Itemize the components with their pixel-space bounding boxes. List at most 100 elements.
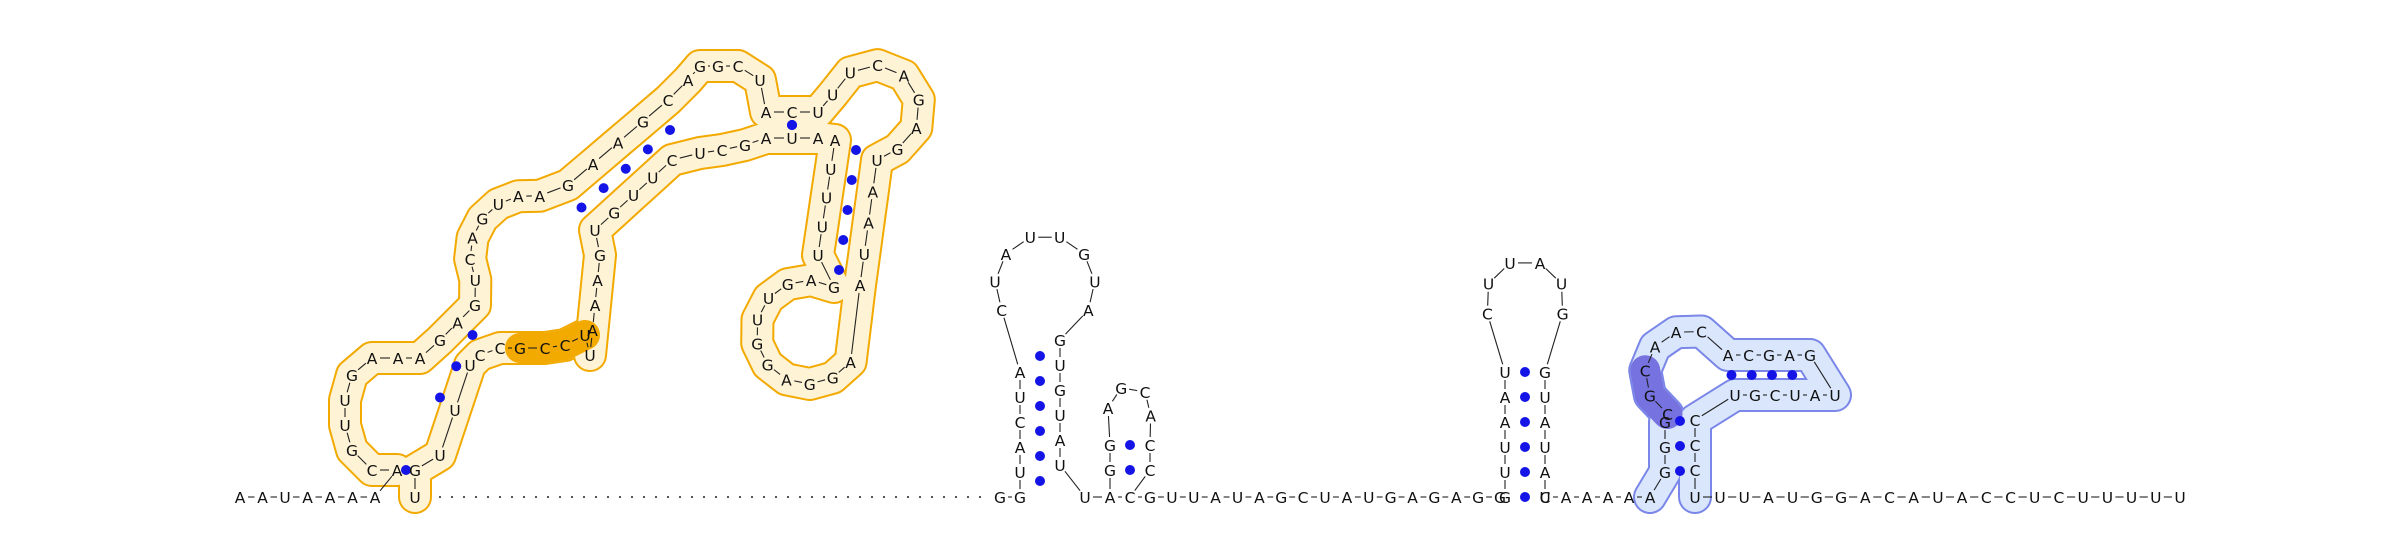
nucleotide-U: U (1079, 489, 1090, 507)
nucleotide-A: A (1650, 339, 1661, 357)
gap-dot (534, 495, 538, 499)
gap-dot (918, 495, 922, 499)
backbone-segment (379, 475, 393, 492)
backbone-segment (1546, 321, 1561, 365)
nucleotide-C: C (1981, 489, 1992, 507)
nucleotide-G: G (1499, 489, 1511, 507)
nucleotide-U: U (579, 327, 590, 345)
base-pair-dot (1520, 417, 1530, 427)
gap-dot (870, 495, 874, 499)
backbone-segment (596, 237, 599, 248)
base-pair-dot (1520, 367, 1530, 377)
nucleotide-U: U (584, 347, 595, 365)
nucleotide-U: U (1166, 489, 1177, 507)
backbone-segment (831, 147, 835, 161)
nucleotide-U: U (1014, 389, 1025, 407)
backbone-segment (639, 182, 648, 191)
gap-dot (498, 495, 502, 499)
backbone-segment (873, 167, 877, 184)
nucleotide-U: U (752, 311, 763, 329)
nucleotide-G: G (1659, 464, 1671, 482)
nucleotide-A: A (1582, 489, 1593, 507)
backbone-segment (1003, 317, 1019, 365)
nucleotide-G: G (1811, 489, 1823, 507)
nucleotide-U: U (339, 417, 350, 435)
nucleotide-G: G (694, 58, 706, 76)
base-pair-dot (451, 361, 462, 372)
nucleotide-G: G (514, 340, 526, 358)
nucleotide-G: G (1557, 306, 1569, 324)
gap-dot (594, 495, 598, 499)
backbone-segment (729, 146, 738, 149)
backbone-segment (1701, 398, 1729, 417)
backbone-segment (346, 432, 351, 443)
nucleotide-G: G (891, 141, 903, 159)
gap-dot (846, 495, 850, 499)
backbone-segment (357, 455, 367, 465)
nucleotide-C: C (733, 58, 744, 76)
nucleotide-G: G (1078, 246, 1090, 264)
nucleotide-U: U (1483, 276, 1494, 294)
nucleotide-A: A (1451, 489, 1462, 507)
nucleotide-U: U (825, 161, 836, 179)
nucleotide-U: U (1539, 489, 1550, 507)
backbone-segment (857, 66, 871, 71)
nucleotide-G: G (476, 211, 488, 229)
backbone-segment (1089, 288, 1094, 303)
nucleotide-U: U (812, 104, 823, 122)
base-pair-dot (1035, 476, 1045, 486)
backbone-segment (487, 350, 493, 353)
nucleotide-C: C (1690, 437, 1701, 455)
gap-dot (798, 495, 802, 499)
backbone-segment (487, 209, 493, 214)
nucleotide-A: A (1254, 489, 1265, 507)
nucleotide-A: A (1535, 255, 1546, 273)
nucleotide-U: U (493, 196, 504, 214)
nucleotide-C: C (717, 142, 728, 160)
nucleotide-U: U (449, 402, 460, 420)
backbone-segment (598, 147, 613, 159)
backbone-segment (818, 234, 822, 248)
nucleotide-A: A (613, 135, 624, 153)
backbone-segment (592, 312, 595, 323)
backbone-segment (883, 152, 891, 157)
backbone-segment (822, 205, 826, 219)
nucleotide-U: U (628, 187, 639, 205)
nucleotide-A: A (761, 130, 772, 148)
nucleotide-G: G (751, 335, 763, 353)
backbone-segment (1707, 336, 1723, 351)
nucleotide-A: A (1624, 489, 1635, 507)
gap-dot (822, 495, 826, 499)
nucleotide-U: U (871, 152, 882, 170)
nucleotide-A: A (813, 130, 824, 148)
backbone-segment (1489, 321, 1504, 365)
backbone-segment (425, 344, 435, 354)
backbone-segment (744, 69, 754, 77)
nucleotide-U: U (763, 290, 774, 308)
nucleotide-U: U (1363, 489, 1374, 507)
backbone-segment (357, 362, 367, 371)
nucleotide-U: U (2150, 489, 2161, 507)
nucleotide-A: A (1015, 439, 1026, 457)
gap-dot (774, 495, 778, 499)
base-pair-dot (1035, 351, 1045, 361)
nucleotide-C: C (1770, 387, 1781, 405)
backbone-segment (773, 369, 781, 375)
nucleotide-U: U (1054, 457, 1065, 475)
gap-dot (474, 495, 478, 499)
nucleotide-U: U (2029, 489, 2040, 507)
backbone-segment (916, 107, 919, 120)
base-pair-dot (665, 125, 675, 135)
nucleotide-C: C (495, 340, 506, 358)
backbone-segment (573, 168, 588, 181)
gap-dot (942, 495, 946, 499)
backbone-segment (600, 217, 609, 226)
base-pair-dot (576, 202, 587, 213)
nucleotide-A: A (845, 354, 856, 372)
nucleotide-A: A (534, 188, 545, 206)
backbone-segment (1655, 400, 1663, 409)
gap-dot (726, 495, 730, 499)
nucleotide-A: A (347, 489, 358, 507)
nucleotide-A: A (1957, 489, 1968, 507)
